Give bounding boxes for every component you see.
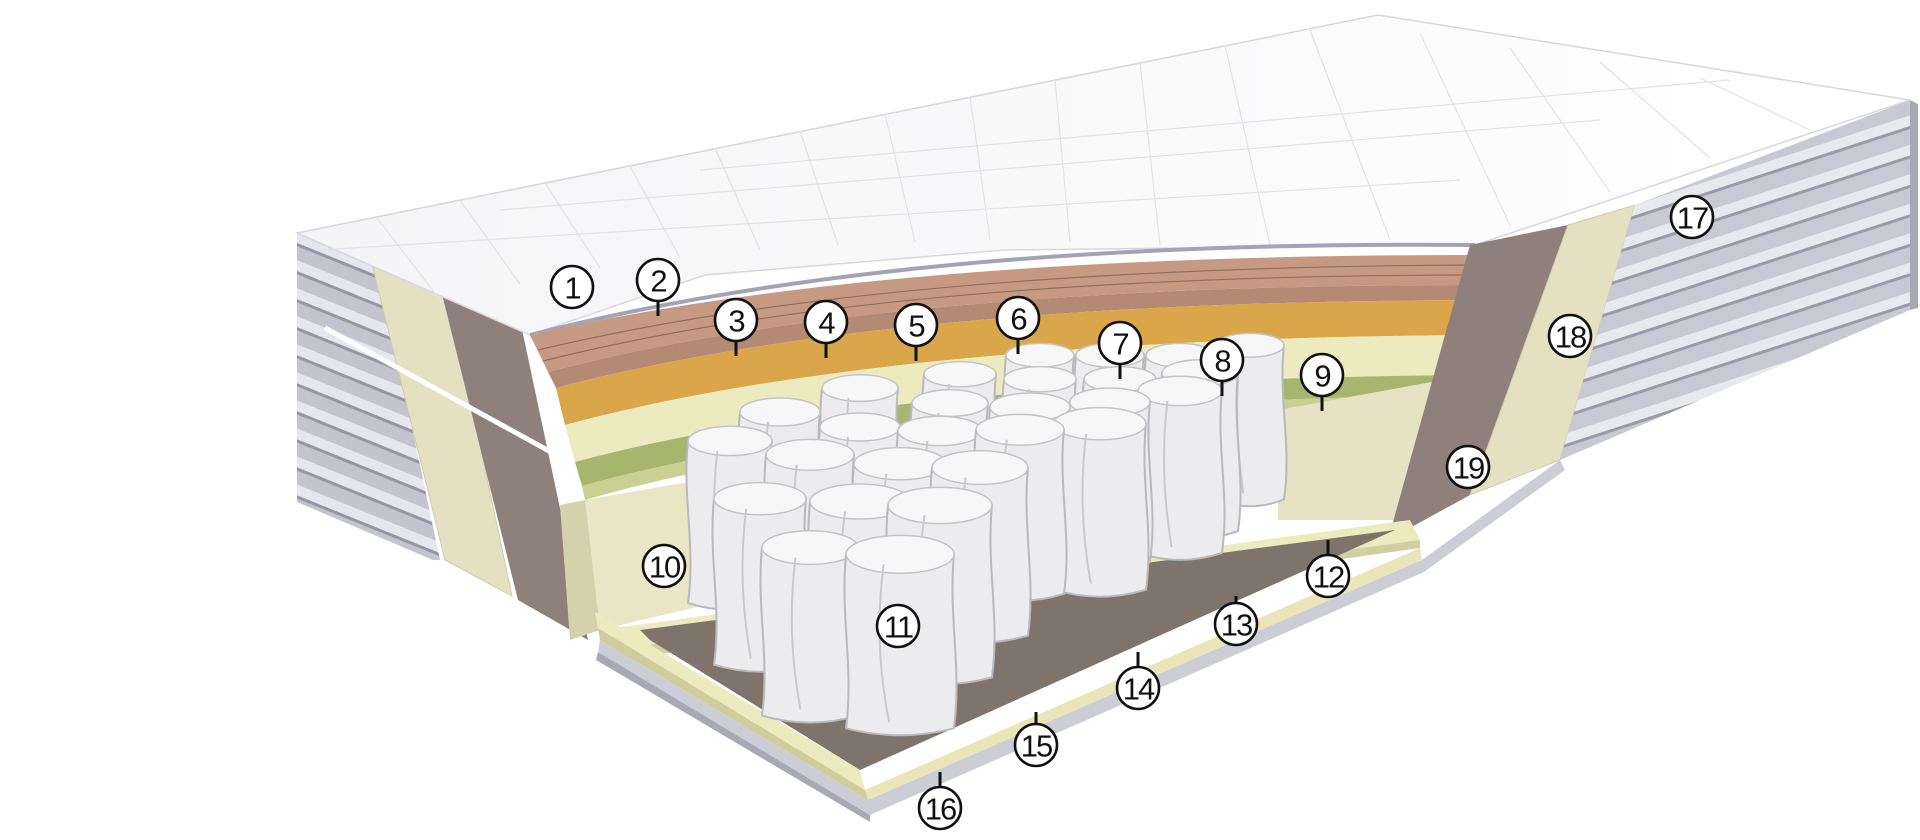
callout-circle: [1213, 601, 1259, 647]
callout-3: 3: [713, 297, 759, 356]
callout-number: 11: [884, 610, 913, 645]
callout-number: 19: [1453, 451, 1484, 486]
callout-16: 16: [917, 772, 963, 831]
callout-7: 7: [1097, 320, 1143, 379]
left-quilted-side: [297, 233, 604, 640]
callout-circle: [1115, 665, 1161, 711]
callout-2: 2: [635, 257, 681, 316]
callout-circle: [1305, 553, 1351, 599]
callout-circle: [995, 295, 1041, 341]
callout-circle: [1299, 352, 1345, 398]
callout-circle: [1669, 194, 1715, 240]
callout-9: 9: [1299, 352, 1345, 411]
callout-number: 2: [650, 264, 666, 299]
callout-18: 18: [1547, 313, 1593, 359]
callout-8: 8: [1199, 337, 1245, 396]
callout-1: 1: [549, 264, 595, 310]
pocket-springs: [685, 332, 1288, 737]
callout-circle: [1445, 444, 1491, 490]
callout-number: 1: [564, 271, 580, 306]
callout-14: 14: [1115, 652, 1161, 711]
callout-circle: [917, 785, 963, 831]
callout-number: 15: [1021, 729, 1052, 764]
callout-number: 10: [649, 550, 681, 585]
callout-number: 5: [908, 309, 924, 344]
callout-4: 4: [803, 299, 849, 358]
callout-number: 8: [1214, 344, 1230, 379]
callout-13: 13: [1213, 596, 1259, 647]
callout-number: 13: [1221, 608, 1252, 643]
callout-circle: [803, 299, 849, 345]
callout-circle: [713, 297, 759, 343]
callout-circle: [875, 603, 921, 649]
callout-number: 14: [1123, 672, 1155, 707]
callout-12: 12: [1305, 540, 1351, 599]
callout-17: 17: [1669, 194, 1715, 240]
right-side-structure: [1278, 100, 1918, 540]
callout-10: 10: [641, 543, 687, 589]
callout-number: 16: [925, 792, 956, 827]
callout-number: 18: [1555, 320, 1586, 355]
callout-5: 5: [893, 302, 939, 361]
callout-circle: [1097, 320, 1143, 366]
callout-11: 11: [875, 603, 921, 649]
callout-number: 6: [1010, 302, 1026, 337]
top-cover: [294, 14, 1911, 337]
callout-number: 9: [1314, 359, 1330, 394]
callout-circle: [893, 302, 939, 348]
callout-circle: [1199, 337, 1245, 383]
callout-19: 19: [1445, 444, 1491, 490]
callout-15: 15: [1013, 712, 1059, 768]
callout-circle: [549, 264, 595, 310]
callout-number: 4: [818, 306, 835, 341]
callout-number: 3: [728, 304, 744, 339]
callout-circle: [635, 257, 681, 303]
callout-circle: [1013, 722, 1059, 768]
callout-6: 6: [995, 295, 1041, 354]
callout-number: 12: [1313, 560, 1344, 595]
callout-number: 7: [1112, 327, 1128, 362]
callout-circle: [641, 543, 687, 589]
callout-circle: [1547, 313, 1593, 359]
callout-number: 17: [1677, 201, 1708, 236]
